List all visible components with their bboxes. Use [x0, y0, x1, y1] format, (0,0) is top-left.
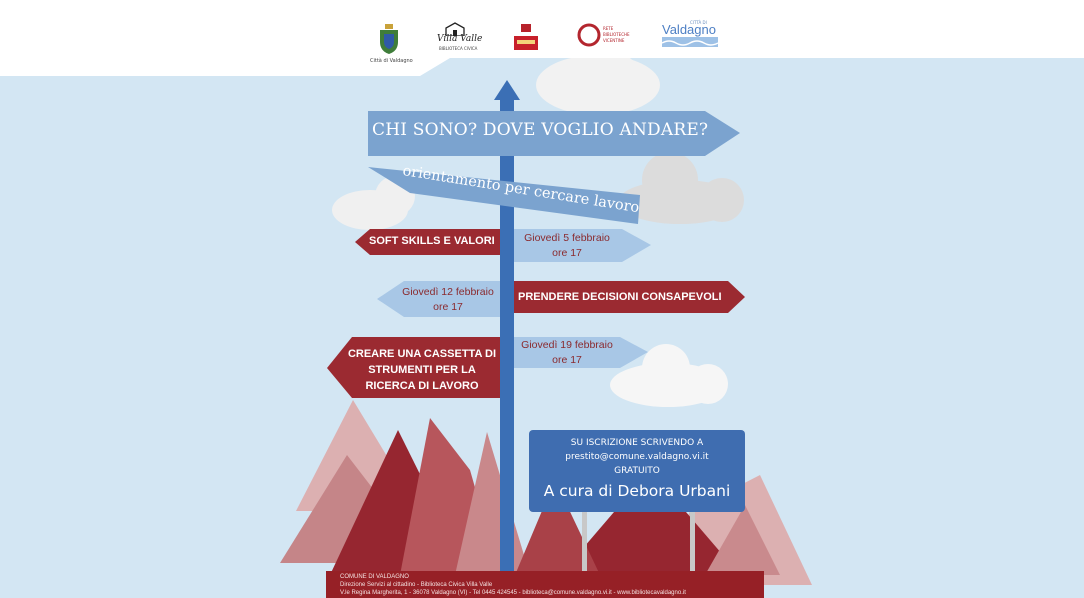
- date1-time: ore 17: [552, 247, 582, 259]
- topic3-line3: RICERCA DI LAVORO: [365, 380, 479, 392]
- cloud-right: [618, 152, 744, 224]
- date1-label: Giovedì 5 febbraio ore 17: [516, 231, 618, 261]
- topic3-label: CREARE UNA CASSETTA DI STRUMENTI PER LA …: [343, 346, 501, 394]
- biblioteca-label: BIBLIOTECA CIVICA: [439, 46, 478, 51]
- topic2-label: PRENDERE DECISIONI CONSAPEVOLI: [518, 291, 722, 303]
- topic3-line1: CREARE UNA CASSETTA DI: [347, 348, 497, 360]
- sign-post-right: [690, 510, 695, 572]
- date2-sign-shape: [377, 281, 500, 317]
- title-sign-shape: [368, 111, 740, 156]
- comune-logo-label: Città di Valdagno: [370, 58, 413, 64]
- villa-valle-label: Villa Valle: [437, 34, 483, 44]
- logo-bar: Città di Valdagno Villa Valle BIBLIOTECA…: [0, 0, 1084, 76]
- date3-label: Giovedì 19 febbraio ore 17: [516, 338, 618, 368]
- topic3-sign-shape: [327, 337, 500, 398]
- rete-biblioteche-icon: [577, 23, 601, 47]
- rete-label-3: VICENTINE: [603, 38, 625, 43]
- valdagno-waves-icon: [662, 37, 718, 47]
- topic3-line2: STRUMENTI PER LA: [368, 364, 476, 376]
- free-label: GRATUITO: [614, 466, 660, 476]
- date2-day: Giovedì 12 febbraio: [402, 286, 494, 298]
- registration-line: SU ISCRIZIONE SCRIVENDO A: [570, 438, 704, 448]
- date3-time: ore 17: [552, 354, 582, 366]
- curator-label: A cura di Debora Urbani: [543, 482, 731, 500]
- footer-line3: V.le Regina Margherita, 1 - 36078 Valdag…: [340, 590, 686, 596]
- valdagno-logo-text: Valdagno: [662, 22, 716, 37]
- logo-bar-shape: [0, 0, 1084, 76]
- sign-post-left: [582, 510, 587, 572]
- villa-valle-icon: [444, 22, 466, 36]
- date1-day: Giovedì 5 febbraio: [524, 232, 610, 244]
- footer-bar: COMUNE DI VALDAGNO Direzione Servizi al …: [326, 571, 764, 598]
- topic2-sign-shape: [514, 281, 745, 313]
- cloud-lower: [610, 344, 728, 407]
- date3-sign-shape: [514, 337, 648, 368]
- rete-label-1: RETE: [603, 26, 614, 31]
- registration-email: prestito@comune.valdagno.vi.it: [565, 452, 709, 462]
- date2-time: ore 17: [433, 301, 463, 313]
- pole-arrow-tip: [494, 80, 520, 100]
- topic1-sign-shape: [355, 229, 500, 255]
- date1-sign-shape: [514, 229, 651, 262]
- date3-day: Giovedì 19 febbraio: [521, 339, 613, 351]
- subtitle-sign-shape: [368, 167, 640, 224]
- red-badge-icon: [514, 24, 538, 50]
- date2-label: Giovedì 12 febbraio ore 17: [396, 285, 500, 315]
- signpost-pole: [500, 98, 514, 576]
- footer-line2: Direzione Servizi al cittadino - Bibliot…: [340, 582, 493, 588]
- topic1-label: SOFT SKILLS E VALORI: [369, 235, 495, 247]
- rete-label-2: BIBLIOTECHE: [603, 32, 630, 37]
- footer-line1: COMUNE DI VALDAGNO: [340, 574, 409, 580]
- event-title: CHI SONO? DOVE VOGLIO ANDARE?: [372, 120, 709, 140]
- comune-crest-icon: [377, 24, 401, 56]
- cloud-top: [536, 54, 660, 115]
- valdagno-small-label: CITTÀ DI: [690, 20, 707, 25]
- registration-info-box: SU ISCRIZIONE SCRIVENDO A prestito@comun…: [529, 430, 745, 512]
